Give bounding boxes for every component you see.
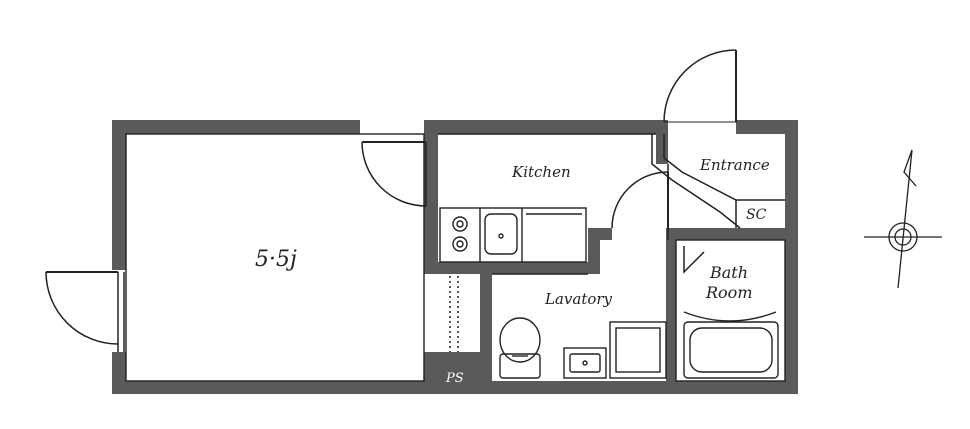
balcony-door-swing bbox=[45, 271, 119, 345]
washer-space bbox=[609, 321, 667, 379]
kitchen-counter bbox=[439, 207, 587, 263]
wall-ps-block bbox=[424, 352, 484, 394]
bathtub-icon bbox=[683, 321, 779, 379]
doors bbox=[45, 141, 705, 352]
toilet-icon bbox=[499, 317, 541, 379]
two-burner-stove-icon bbox=[452, 216, 468, 252]
wall-lavatory-left bbox=[480, 274, 492, 394]
room-label-entrance: Entrance bbox=[699, 156, 770, 174]
room-label-lavatory: Lavatory bbox=[544, 290, 613, 308]
wash-basin-icon bbox=[563, 347, 607, 379]
kitchen-fixtures bbox=[439, 207, 587, 263]
wall-right bbox=[785, 120, 798, 394]
wall-main-kitchen bbox=[424, 120, 438, 208]
lavatory-door-swing bbox=[611, 171, 669, 229]
room-label-bath-1: Bath bbox=[709, 263, 748, 282]
wall-top-right bbox=[736, 120, 798, 134]
wall-entrance-left bbox=[656, 120, 668, 164]
main-room-door-swing bbox=[361, 141, 427, 207]
wall-left-upper bbox=[112, 120, 126, 270]
room-label-main: 5·5j bbox=[255, 247, 297, 272]
walls bbox=[112, 120, 798, 394]
inner-lines bbox=[125, 133, 786, 382]
bath-fixtures bbox=[683, 311, 779, 379]
wall-top-left bbox=[112, 120, 360, 134]
wall-above-bath bbox=[666, 228, 798, 240]
wall-main-lower bbox=[424, 208, 438, 274]
kitchen-sink-icon bbox=[484, 213, 518, 255]
room-label-sc: SC bbox=[746, 207, 767, 223]
lavatory-fixtures bbox=[499, 317, 667, 379]
entrance-door-swing bbox=[663, 49, 737, 123]
room-label-bath-2: Room bbox=[705, 283, 752, 302]
wall-top-mid bbox=[424, 120, 668, 134]
bath-door-leaf[interactable] bbox=[683, 246, 705, 274]
wall-lavatory-top bbox=[588, 228, 612, 240]
room-label-ps: PS bbox=[445, 371, 464, 386]
north-arrow-compass-icon bbox=[864, 149, 942, 289]
room-label-kitchen: Kitchen bbox=[511, 163, 571, 181]
wall-lavatory-bath bbox=[666, 240, 676, 394]
wall-under-counter bbox=[424, 262, 600, 274]
